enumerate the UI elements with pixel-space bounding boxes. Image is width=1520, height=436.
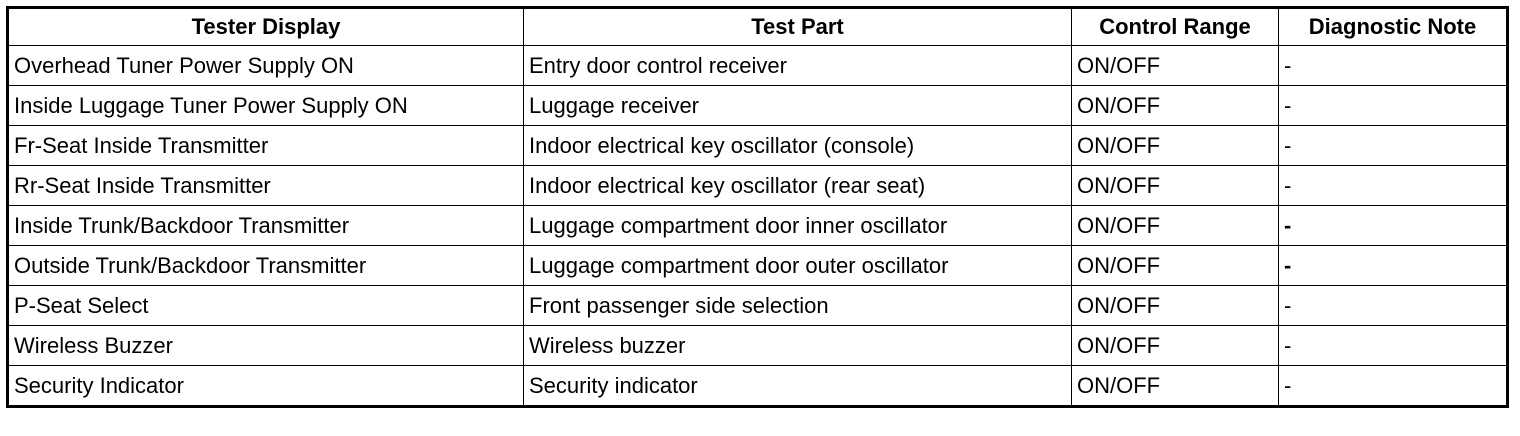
cell-diagnostic-note: - [1278,285,1508,326]
cell-diagnostic-note: - [1278,205,1508,246]
cell-test-part: Luggage compartment door inner oscillato… [523,205,1072,246]
cell-control-range: ON/OFF [1071,205,1279,246]
cell-tester-display: Inside Luggage Tuner Power Supply ON [7,85,524,126]
header-diagnostic-note: Diagnostic Note [1278,7,1508,46]
table-row: P-Seat Select Front passenger side selec… [7,285,1508,326]
cell-control-range: ON/OFF [1071,85,1279,126]
cell-test-part: Front passenger side selection [523,285,1072,326]
header-tester-display: Tester Display [7,7,524,46]
cell-tester-display: Fr-Seat Inside Transmitter [7,125,524,166]
table-row: Inside Luggage Tuner Power Supply ON Lug… [7,85,1508,126]
cell-diagnostic-note: - [1278,45,1508,86]
cell-test-part: Indoor electrical key oscillator (consol… [523,125,1072,166]
cell-tester-display: Outside Trunk/Backdoor Transmitter [7,245,524,286]
table-row: Inside Trunk/Backdoor Transmitter Luggag… [7,205,1508,246]
table-row: Overhead Tuner Power Supply ON Entry doo… [7,45,1508,86]
cell-test-part: Entry door control receiver [523,45,1072,86]
active-test-table-container: Tester Display Test Part Control Range D… [6,6,1509,408]
cell-control-range: ON/OFF [1071,285,1279,326]
cell-test-part: Indoor electrical key oscillator (rear s… [523,165,1072,206]
cell-tester-display: Inside Trunk/Backdoor Transmitter [7,205,524,246]
cell-test-part: Luggage receiver [523,85,1072,126]
cell-diagnostic-note: - [1278,325,1508,366]
header-control-range: Control Range [1071,7,1279,46]
table-row: Fr-Seat Inside Transmitter Indoor electr… [7,125,1508,166]
cell-tester-display: Wireless Buzzer [7,325,524,366]
table-header-row: Tester Display Test Part Control Range D… [7,7,1508,46]
cell-control-range: ON/OFF [1071,45,1279,86]
cell-tester-display: Rr-Seat Inside Transmitter [7,165,524,206]
cell-control-range: ON/OFF [1071,325,1279,366]
cell-diagnostic-note: - [1278,85,1508,126]
cell-tester-display: Security Indicator [7,365,524,407]
cell-tester-display: P-Seat Select [7,285,524,326]
cell-diagnostic-note: - [1278,245,1508,286]
cell-control-range: ON/OFF [1071,365,1279,407]
table-row: Outside Trunk/Backdoor Transmitter Lugga… [7,245,1508,286]
cell-test-part: Wireless buzzer [523,325,1072,366]
cell-control-range: ON/OFF [1071,245,1279,286]
cell-diagnostic-note: - [1278,125,1508,166]
cell-control-range: ON/OFF [1071,165,1279,206]
table-row: Security Indicator Security indicator ON… [7,365,1508,407]
cell-diagnostic-note: - [1278,365,1508,407]
active-test-table: Tester Display Test Part Control Range D… [6,6,1509,408]
cell-test-part: Luggage compartment door outer oscillato… [523,245,1072,286]
cell-test-part: Security indicator [523,365,1072,407]
cell-control-range: ON/OFF [1071,125,1279,166]
header-test-part: Test Part [523,7,1072,46]
table-row: Rr-Seat Inside Transmitter Indoor electr… [7,165,1508,206]
cell-tester-display: Overhead Tuner Power Supply ON [7,45,524,86]
cell-diagnostic-note: - [1278,165,1508,206]
table-row: Wireless Buzzer Wireless buzzer ON/OFF - [7,325,1508,366]
